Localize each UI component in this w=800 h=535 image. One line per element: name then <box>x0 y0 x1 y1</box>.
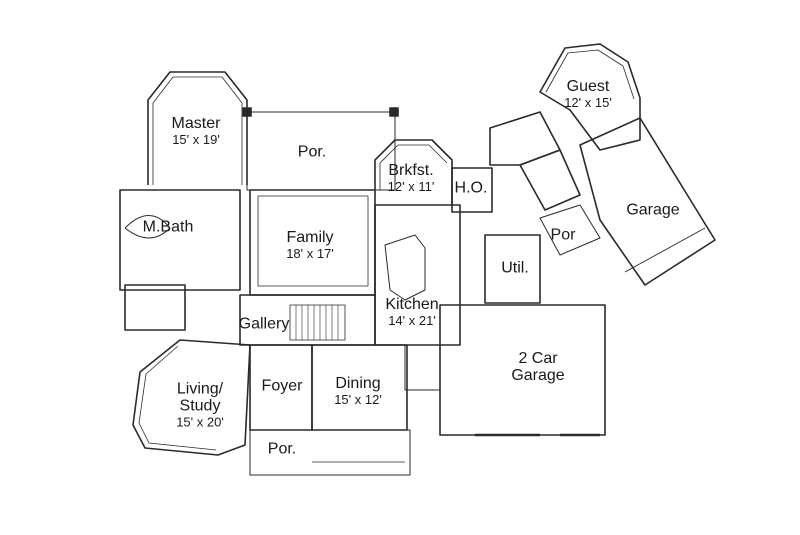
room-label-dining: Dining 15' x 12' <box>334 374 382 407</box>
porch-post-right <box>389 107 399 117</box>
room-label-foyer: Foyer <box>261 377 303 396</box>
room-label-home-office: H.O. <box>454 179 488 198</box>
master-bath-tub <box>124 215 171 239</box>
master-bath-name: M.Bath <box>142 218 194 236</box>
living-study-name-line2: Study <box>179 397 221 415</box>
utility-room-walls <box>484 234 541 304</box>
porch-top-name: Por. <box>297 143 327 161</box>
utility-name: Util. <box>501 259 529 277</box>
small-porch-walls <box>539 204 601 256</box>
dining-name: Dining <box>335 374 381 392</box>
room-label-front-porch: Por. <box>267 440 297 459</box>
guest-name: Guest <box>566 77 610 95</box>
kitchen-dimensions: 14' x 21' <box>388 312 436 328</box>
family-name: Family <box>286 228 334 246</box>
room-label-master-bath: M.Bath <box>142 218 194 237</box>
guest-closet-walls <box>519 149 581 211</box>
side-garage-door-line <box>624 227 706 273</box>
family-dimensions: 18' x 17' <box>286 245 334 261</box>
room-label-small-porch: Por <box>550 226 576 245</box>
two-car-garage-name-line1: 2 Car <box>518 350 558 368</box>
room-label-two-car-garage: 2 Car Garage <box>511 350 565 385</box>
staircase <box>289 304 346 341</box>
guest-wing-walls <box>539 43 641 151</box>
master-bay-inner <box>152 76 243 185</box>
room-label-gallery: Gallery <box>238 315 290 334</box>
room-label-family: Family 18' x 17' <box>286 228 334 261</box>
kitchen-island <box>384 234 426 301</box>
master-bath-walls <box>119 189 241 291</box>
guest-bath-walls <box>489 111 561 166</box>
room-label-living-study: Living/ Study 15' x 20' <box>176 380 224 429</box>
room-label-master: Master 15' x 19' <box>171 114 221 147</box>
living-bay-inner <box>138 345 217 451</box>
family-room-inner <box>257 195 369 287</box>
room-label-guest: Guest 12' x 15' <box>564 77 612 110</box>
hall-walls <box>404 344 441 391</box>
room-label-side-garage: Garage <box>626 201 680 220</box>
kitchen-name: Kitchen <box>385 295 439 313</box>
breakfast-name: Brkfst. <box>388 161 434 179</box>
guest-bay-inner <box>545 49 635 100</box>
master-name: Master <box>171 114 221 132</box>
breakfast-dimensions: 12' x 11' <box>387 178 435 194</box>
side-garage-name: Garage <box>626 201 680 219</box>
master-bath-lower <box>124 284 186 331</box>
room-label-utility: Util. <box>501 259 529 278</box>
small-porch-name: Por <box>550 226 576 244</box>
two-car-garage-name-line2: Garage <box>511 367 565 384</box>
master-dimensions: 15' x 19' <box>172 131 220 147</box>
stair-treads <box>295 305 339 340</box>
front-porch-name: Por. <box>267 440 297 458</box>
porch-post-left <box>242 107 252 117</box>
guest-dimensions: 12' x 15' <box>564 94 612 110</box>
home-office-walls <box>451 167 493 213</box>
room-label-porch-top: Por. <box>297 143 327 162</box>
foyer-name: Foyer <box>261 377 303 395</box>
side-garage-walls <box>579 117 716 286</box>
room-label-breakfast: Brkfst. 12' x 11' <box>387 161 435 194</box>
living-study-name-line1: Living/ <box>176 380 224 398</box>
home-office-name: H.O. <box>454 179 488 197</box>
living-study-dimensions: 15' x 20' <box>176 413 224 429</box>
room-label-kitchen: Kitchen 14' x 21' <box>385 295 439 328</box>
gallery-name: Gallery <box>238 315 290 333</box>
front-porch-walls <box>249 429 411 476</box>
breakfast-bay-inner <box>379 144 448 190</box>
dining-dimensions: 15' x 12' <box>334 391 382 407</box>
living-study-walls <box>132 339 251 456</box>
